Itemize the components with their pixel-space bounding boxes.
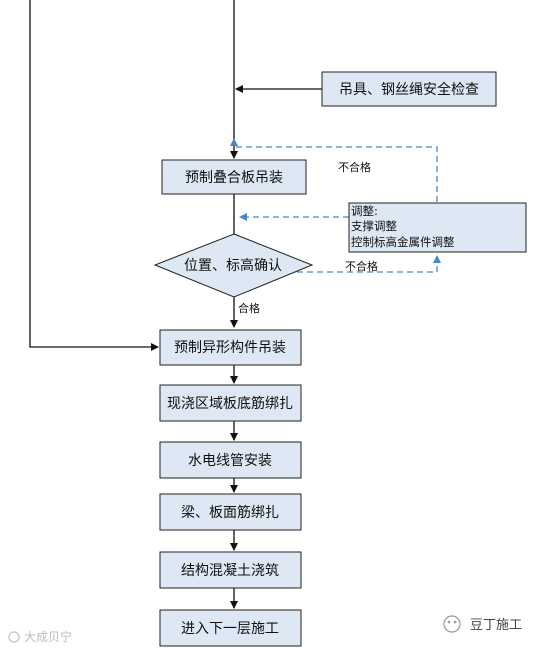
beam-rebar-node: 梁、板面筋绑扎 [159,493,302,531]
utilities-node: 水电线管安装 [159,441,302,479]
fail-bottom-loop [287,255,441,273]
special-members-label: 预制异形构件吊装 [174,340,286,356]
wechat-icon-eye-left [447,620,451,624]
special-members-node: 预制异形构件吊装 [159,329,302,366]
precast-slab-node: 预制叠合板吊装 [161,159,307,195]
precast-slab-label: 预制叠合板吊装 [185,170,283,186]
next-floor-label: 进入下一层施工 [181,621,279,637]
watermark-right-text: 豆丁施工 [470,618,522,633]
hoist-check-node: 吊具、钢丝绳安全检查 [321,71,497,107]
next-floor-node: 进入下一层施工 [159,609,302,647]
wechat-icon [443,615,461,633]
concrete-node: 结构混凝土浇筑 [159,551,302,589]
adjust-line-2: 控制标高金属件调整 [351,235,455,249]
fail-top-label: 不合格 [338,160,371,174]
loop-left-line [29,0,159,351]
watermark-left-icon [8,631,20,643]
watermark-left: 大成贝宁 [8,629,72,644]
position-check-label: 位置、标高确认 [184,257,282,274]
adjust-node: 调整: 支撑调整 控制标高金属件调整 [348,202,527,253]
hoist-check-label: 吊具、钢丝绳安全检查 [339,81,479,98]
fail-bottom-label: 不合格 [345,259,378,273]
utilities-label: 水电线管安装 [188,453,272,469]
wechat-icon-eye-right [453,620,457,624]
adjust-title: 调整: [351,204,378,218]
fail-top-loop [230,138,438,202]
watermark-left-text: 大成贝宁 [24,629,72,644]
bottom-rebar-node: 现浇区域板底筋绑扎 [159,384,302,422]
pass-label: 合格 [238,301,260,315]
beam-rebar-label: 梁、板面筋绑扎 [181,504,279,521]
concrete-label: 结构混凝土浇筑 [181,563,279,579]
position-check-node: 位置、标高确认 [153,233,314,298]
adjust-line-1: 支撑调整 [351,219,397,233]
watermark-right: 豆丁施工 [443,615,522,633]
bottom-rebar-label: 现浇区域板底筋绑扎 [167,395,293,412]
